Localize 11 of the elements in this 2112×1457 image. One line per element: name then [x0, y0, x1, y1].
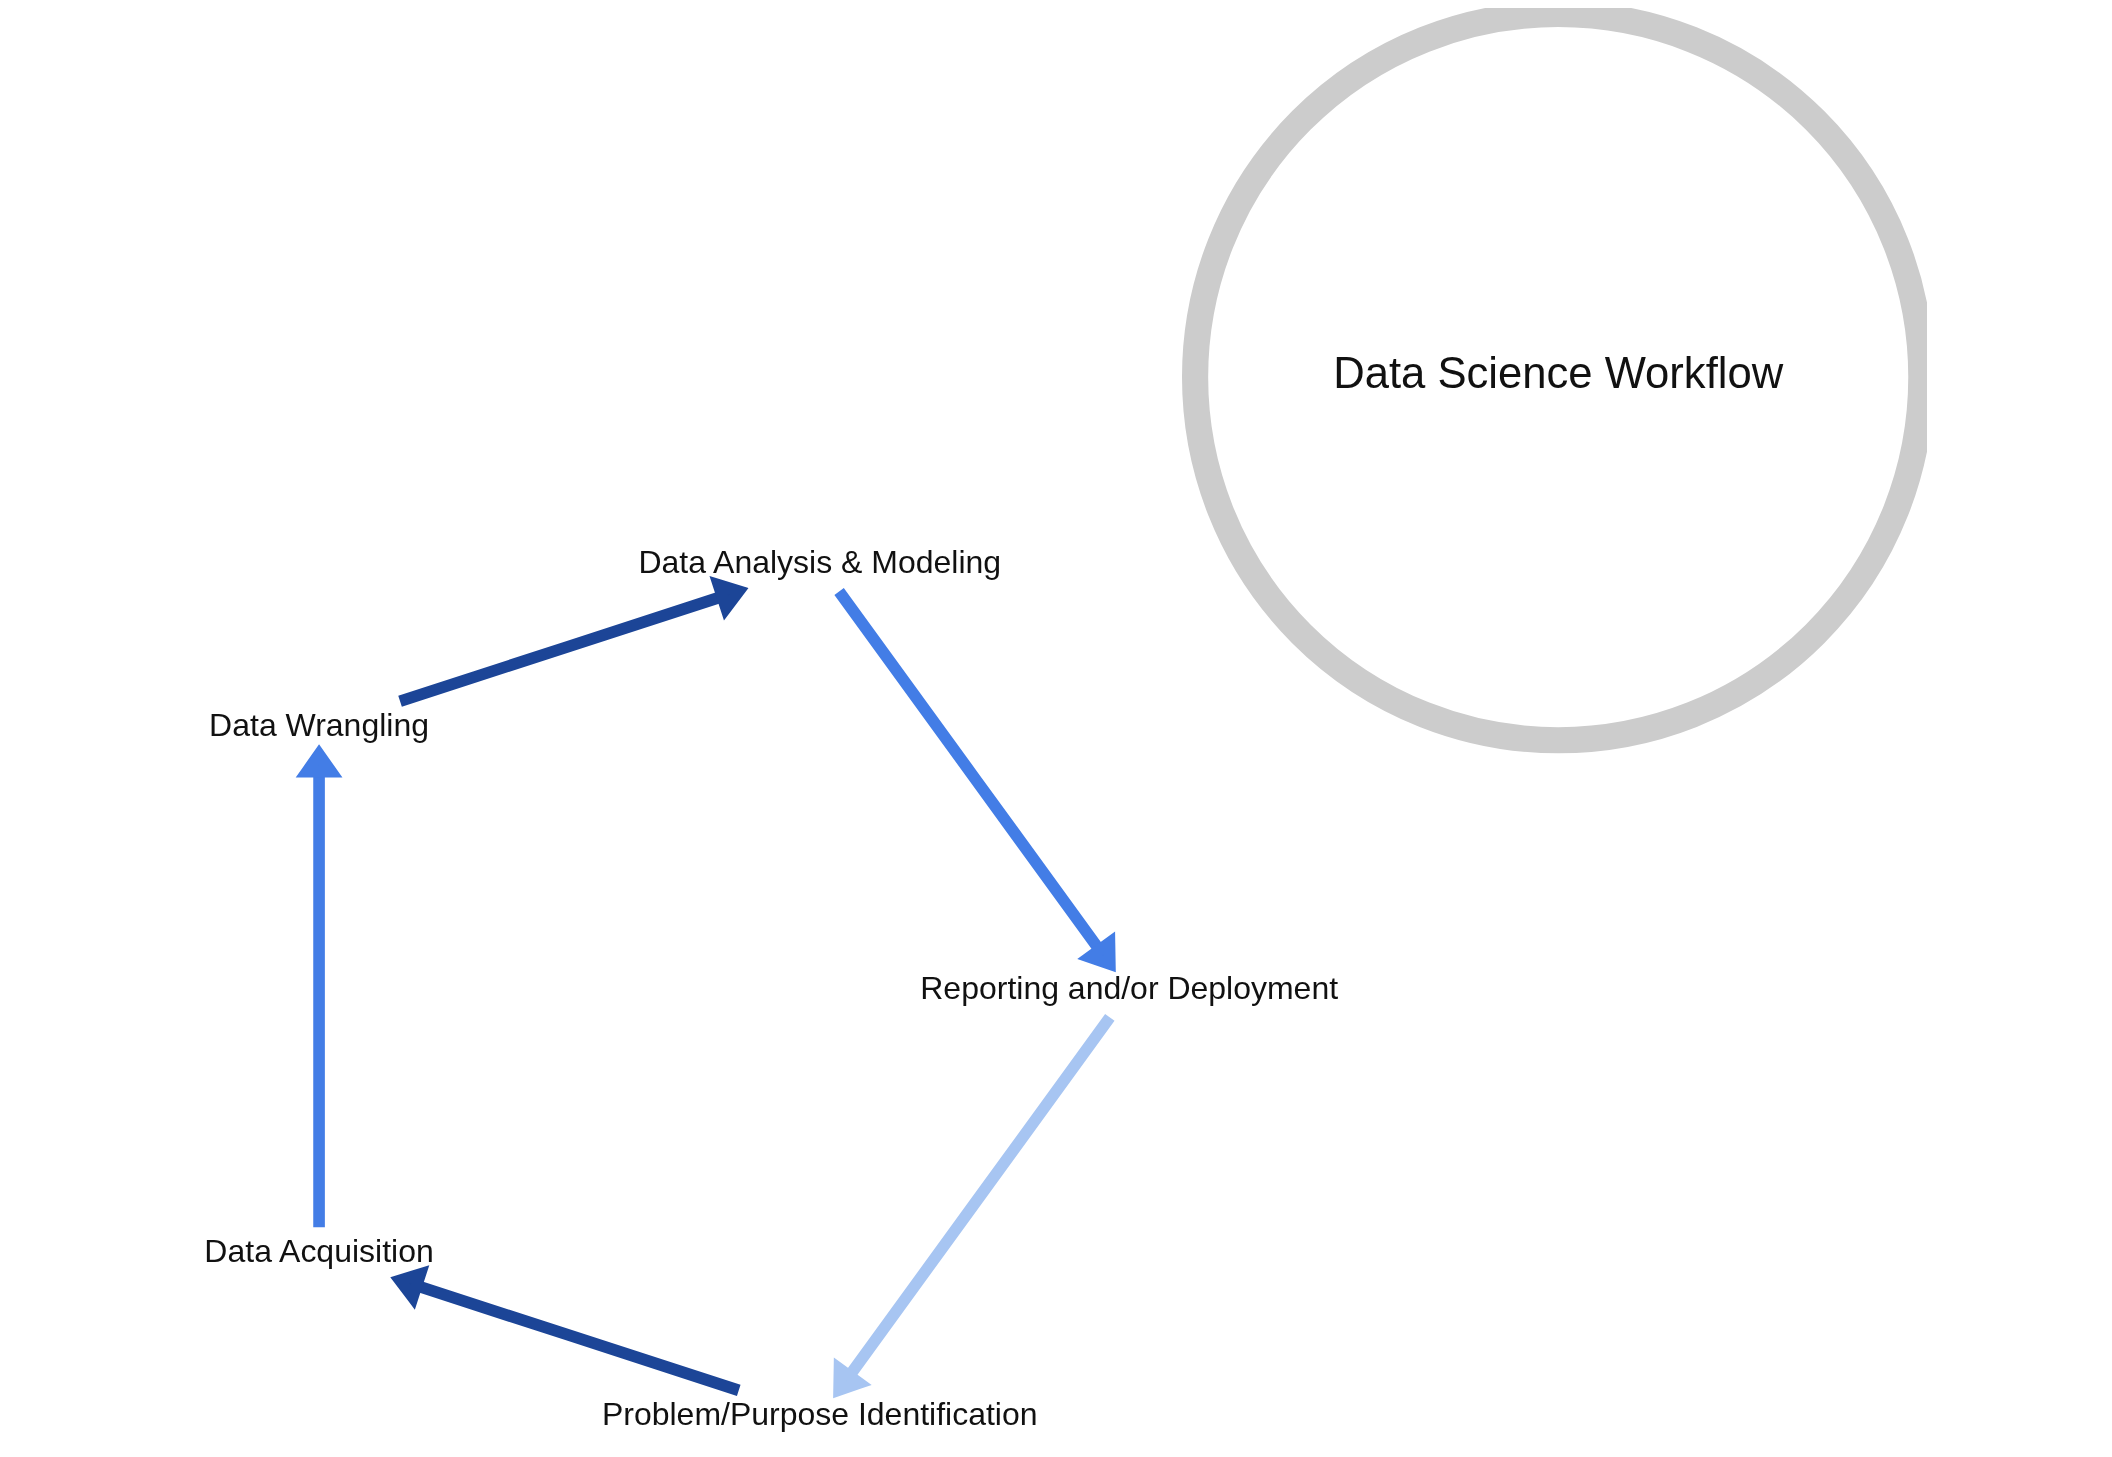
node-text: Problem/Purpose Identification — [601, 1395, 1038, 1432]
node-text: Data Wrangling — [208, 706, 429, 743]
arrow — [397, 576, 748, 707]
node-text: Reporting and/or Deployment — [919, 969, 1338, 1006]
node-circle: Data Science Workflow — [1181, 8, 1927, 754]
node-text: Data Analysis & Modeling — [637, 544, 1001, 581]
arrow — [389, 1265, 741, 1396]
node-text: Data Acquisition — [203, 1233, 434, 1270]
arrow — [832, 1014, 1115, 1399]
arrow — [833, 588, 1116, 973]
arrow — [295, 744, 342, 1228]
